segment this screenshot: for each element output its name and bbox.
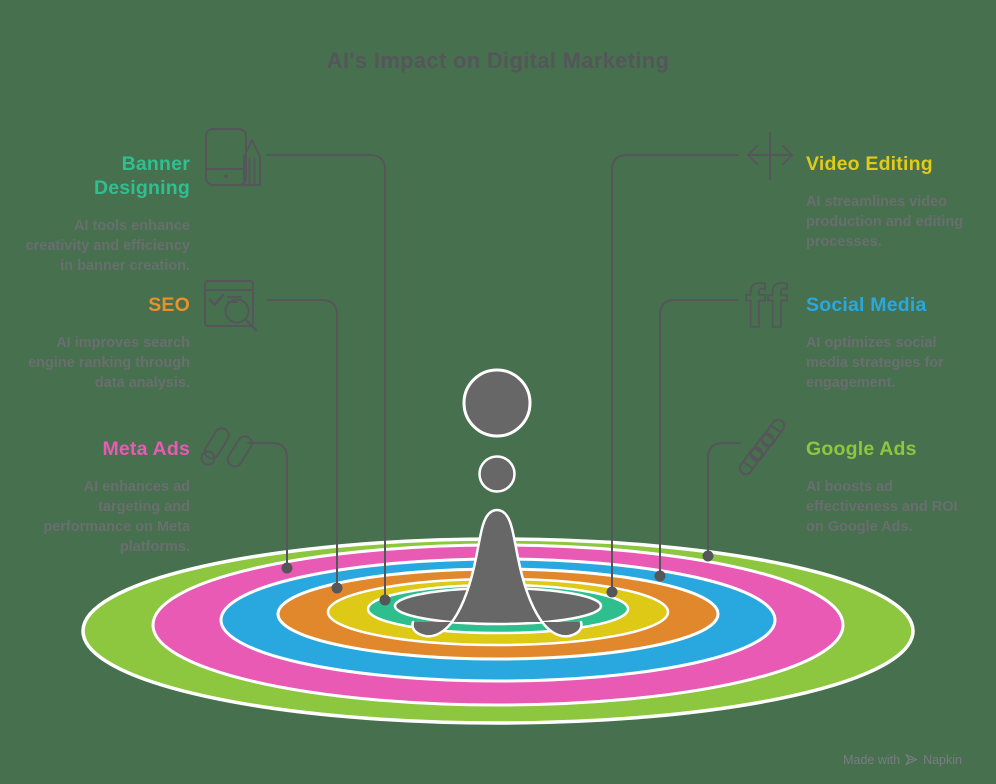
connector-dot-video-editing [606,586,618,598]
connector-dot-social-media [654,570,666,582]
item-description-banner-designing: AI tools enhance creativity and efficien… [25,218,190,274]
item-description-seo: AI improves search engine ranking throug… [28,335,190,391]
item-label-meta-ads: Meta Ads [102,438,190,460]
item-label-seo: SEO [148,294,190,316]
item-label-banner-designing: Banner Designing [93,153,190,199]
page-title: AI's Impact on Digital Marketing [326,48,670,73]
item-meta-ads: Meta Ads AI enhances ad targeting and pe… [40,437,190,557]
item-video-editing: Video Editing AI streamlines video produ… [806,152,986,252]
watermark-made-with: Made with [843,753,901,767]
item-seo: SEO AI improves search engine ranking th… [26,293,190,393]
item-banner-designing: Banner Designing AI tools enhance creati… [20,152,190,276]
item-description-meta-ads: AI enhances ad targeting and performance… [43,479,190,555]
item-description-video-editing: AI streamlines video production and edit… [806,194,964,250]
napkin-logo-icon [905,753,918,769]
item-label-video-editing: Video Editing [806,153,933,175]
connector-banner-designing [266,154,386,599]
meta-pills-icon [200,427,253,468]
watermark-brand: Napkin [923,753,962,767]
item-google-ads: Google Ads AI boosts ad effectiveness an… [806,437,986,537]
connector-dot-meta-ads [281,562,293,574]
connector-seo [267,299,338,587]
droplet-small [478,455,516,493]
connector-dot-banner-designing [379,594,391,606]
ad-tags-icon [738,418,786,476]
watermark[interactable]: Made with Napkin [843,752,962,768]
droplet-large [462,368,532,438]
connector-dot-seo [331,582,343,594]
connector-video-editing [611,154,739,591]
connector-meta-ads [247,442,288,567]
trim-arrows-icon [747,132,793,180]
item-label-social-media: Social Media [806,294,927,316]
item-social-media: Social Media AI optimizes social media s… [806,293,986,393]
connector-dot-google-ads [702,550,714,562]
search-page-icon [204,280,258,332]
connector-google-ads [707,442,741,555]
connector-social-media [659,299,739,575]
water-splash [411,508,583,638]
item-label-google-ads: Google Ads [806,438,917,460]
phone-pencil-icon [205,128,261,186]
ff-social-icon: ff [744,272,789,341]
svg-text:ff: ff [745,273,789,340]
item-description-social-media: AI optimizes social media strategies for… [806,335,944,391]
item-description-google-ads: AI boosts ad effectiveness and ROI on Go… [806,479,958,535]
